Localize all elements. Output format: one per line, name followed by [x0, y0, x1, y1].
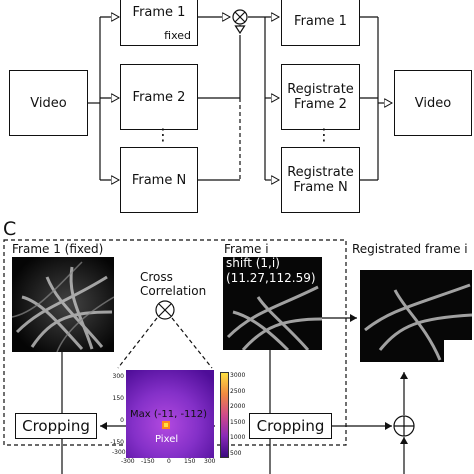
heatmap-y-tick: 0	[120, 417, 124, 424]
video-input-label: Video	[30, 95, 67, 111]
cropping-right-label: Cropping	[256, 416, 325, 435]
colorbar-tick: 1500	[230, 418, 246, 426]
frameN-label: Frame N	[131, 172, 187, 188]
colorbar-tick: 500	[230, 449, 242, 457]
heatmap-y-tick: -300	[112, 449, 126, 456]
output-frame1-box: Frame 1	[281, 0, 360, 46]
cropping-left-label: Cropping	[22, 416, 90, 435]
heatmap-x-tick: -300	[121, 458, 135, 465]
cropping-right-box: Cropping	[249, 413, 332, 439]
colorbar-tick: 1000	[230, 434, 246, 441]
frames-ellipsis: ⋮	[155, 125, 171, 144]
pixel-label: Pixel	[155, 434, 179, 445]
heatmap-y-tick: 150	[112, 395, 124, 402]
video-input-box: Video	[9, 70, 88, 136]
frame-i-image	[223, 257, 322, 350]
output-frame1-label: Frame 1	[294, 13, 347, 29]
frame1-fixed-title: Frame 1 (fixed)	[12, 242, 104, 256]
frame1-fixed-note: fixed	[164, 29, 191, 42]
frame1-box: Frame 1 fixed	[120, 0, 198, 46]
cross-correlation-label: Cross Correlation	[140, 270, 207, 298]
shift-line2: (11.27,112.59)	[226, 271, 316, 285]
video-output-box: Video	[394, 70, 472, 136]
frame2-box: Frame 2	[120, 64, 198, 130]
colorbar-tick: 2000	[230, 403, 246, 410]
registrated-title: Registrated frame i	[352, 242, 468, 256]
heatmap-x-tick: 150	[184, 458, 196, 465]
heatmap-y-tick: 300	[112, 373, 124, 380]
frame1-image	[12, 257, 114, 352]
heatmap-x-tick: -150	[141, 458, 155, 465]
frameN-box: Frame N	[120, 147, 198, 213]
cropping-left-box: Cropping	[15, 413, 97, 439]
registrate-ellipsis: ⋮	[316, 125, 332, 144]
heatmap-x-tick: 0	[167, 458, 171, 465]
frame1-label: Frame 1	[132, 5, 186, 20]
panel-letter: C	[3, 218, 17, 240]
cross-correlation-heatmap	[126, 370, 214, 458]
registrate-frameN-box: Registrate Frame N	[281, 147, 360, 213]
registrate-frame2-box: Registrate Frame 2	[281, 64, 360, 130]
max-label: Max (-11, -112)	[130, 409, 208, 420]
colorbar-tick: 2500	[230, 387, 246, 395]
registrate-frameN-label: Registrate Frame N	[287, 165, 354, 195]
registrate-frame2-label: Registrate Frame 2	[287, 82, 354, 112]
frame-i-title: Frame i	[224, 242, 269, 256]
colorbar	[220, 372, 229, 458]
heatmap-x-tick: 300	[204, 458, 216, 465]
frame2-label: Frame 2	[132, 89, 186, 105]
colorbar-tick: 3000	[230, 372, 246, 379]
shift-line1: shift (1,i)	[226, 256, 280, 270]
heatmap-y-tick: -150	[110, 439, 124, 446]
video-output-label: Video	[414, 95, 452, 111]
registrated-image	[360, 270, 472, 362]
